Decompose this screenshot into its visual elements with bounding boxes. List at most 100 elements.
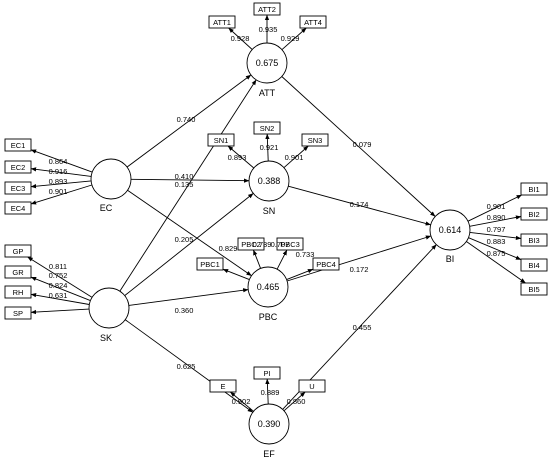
indicator-box-rh bbox=[4, 285, 32, 299]
loading-value-pbc1: 0.829 bbox=[219, 244, 238, 253]
indicator-box-sp bbox=[4, 306, 32, 320]
indicator-label-gp: GP bbox=[13, 247, 24, 256]
path-coefficient-sk-pbc: 0.360 bbox=[175, 306, 194, 315]
latent-circle-att bbox=[246, 42, 288, 84]
path-coefficient-pbc-bi: 0.172 bbox=[350, 265, 369, 274]
loading-arrow-rh bbox=[30, 293, 90, 305]
indicator-box-sn2 bbox=[253, 121, 281, 135]
loading-arrow-ec1 bbox=[30, 149, 93, 173]
indicator-label-ec1: EC1 bbox=[11, 141, 26, 150]
loading-arrow-e bbox=[230, 391, 254, 412]
loading-arrow-bi1 bbox=[467, 194, 522, 222]
loading-value-ec2: 0.916 bbox=[49, 167, 68, 176]
path-arrow-sk-pbc bbox=[128, 288, 249, 306]
path-arrow-sk-sn bbox=[124, 193, 254, 296]
indicator-box-ec4 bbox=[4, 201, 32, 215]
loading-arrow-sn2 bbox=[265, 133, 270, 162]
loading-value-sp: 0.631 bbox=[49, 291, 68, 300]
latent-r2-pbc: 0.465 bbox=[257, 282, 280, 292]
indicator-label-bi5: BI5 bbox=[528, 285, 539, 294]
path-coefficient-ef-bi: 0.455 bbox=[353, 323, 372, 332]
latent-r2-bi: 0.614 bbox=[439, 225, 462, 235]
loading-arrow-pbc1 bbox=[222, 268, 250, 281]
latent-r2-sn: 0.388 bbox=[258, 176, 281, 186]
indicator-label-pbc3: PBC3 bbox=[280, 240, 300, 249]
indicator-label-ec2: EC2 bbox=[11, 163, 26, 172]
loading-arrow-ec2 bbox=[30, 167, 92, 177]
latent-circle-sn bbox=[248, 160, 290, 202]
loading-value-e: 0.902 bbox=[232, 397, 251, 406]
path-coefficient-ec-sn: 0.410 bbox=[175, 172, 194, 181]
loading-arrow-gp bbox=[27, 256, 93, 298]
loading-arrow-sp bbox=[30, 308, 90, 315]
loading-value-gr: 0.752 bbox=[49, 271, 68, 280]
loading-value-rh: 0.824 bbox=[49, 281, 68, 290]
path-arrow-ec-sn bbox=[130, 178, 250, 183]
loading-value-bi5: 0.875 bbox=[487, 249, 506, 258]
indicator-label-att2: ATT2 bbox=[258, 5, 276, 14]
indicator-box-sn1 bbox=[207, 133, 235, 147]
path-arrow-ec-att bbox=[126, 74, 252, 168]
indicator-label-bi1: BI1 bbox=[528, 185, 539, 194]
indicator-label-att1: ATT1 bbox=[213, 18, 231, 27]
indicator-box-sn3 bbox=[301, 133, 329, 147]
indicator-box-att2 bbox=[253, 2, 281, 16]
loading-arrow-bi5 bbox=[466, 241, 526, 284]
loading-arrow-ec3 bbox=[30, 180, 92, 189]
loading-value-bi2: 0.890 bbox=[487, 213, 506, 222]
path-arrow-pbc-bi bbox=[286, 235, 432, 282]
indicator-box-bi5 bbox=[520, 282, 548, 296]
latent-circle-bi bbox=[429, 209, 471, 251]
indicator-box-pbc2 bbox=[237, 237, 265, 251]
indicator-label-pbc4: PBC4 bbox=[316, 260, 336, 269]
loading-value-pi: 0.889 bbox=[261, 388, 280, 397]
indicator-box-pbc3 bbox=[276, 237, 304, 251]
loading-value-sn2: 0.921 bbox=[260, 143, 279, 152]
latent-circle-ec bbox=[90, 158, 132, 200]
indicator-box-att4 bbox=[299, 15, 327, 29]
loading-value-pbc2: 0.739 bbox=[253, 240, 272, 249]
path-coefficient-att-bi: 0.079 bbox=[353, 140, 372, 149]
loading-arrow-ec4 bbox=[30, 184, 93, 205]
loading-value-ec4: 0.901 bbox=[49, 187, 68, 196]
indicator-label-sp: SP bbox=[13, 309, 23, 318]
path-arrow-ec-pbc bbox=[127, 189, 252, 277]
path-arrow-sn-bi bbox=[288, 185, 431, 226]
indicator-label-sn2: SN2 bbox=[260, 124, 275, 133]
loading-arrow-bi4 bbox=[468, 237, 522, 261]
loading-arrow-sn1 bbox=[227, 145, 255, 169]
loading-arrow-bi3 bbox=[469, 231, 522, 241]
loading-value-att2: 0.935 bbox=[259, 25, 278, 34]
path-coefficient-sk-att: 0.205 bbox=[175, 235, 194, 244]
indicator-label-sn3: SN3 bbox=[308, 136, 323, 145]
indicator-label-att4: ATT4 bbox=[304, 18, 322, 27]
indicator-label-ec4: EC4 bbox=[11, 204, 26, 213]
loading-arrow-att1 bbox=[228, 27, 253, 50]
indicator-box-gp bbox=[4, 244, 32, 258]
latent-name-bi: BI bbox=[446, 254, 455, 264]
latent-name-sn: SN bbox=[263, 206, 276, 216]
loading-arrow-att4 bbox=[281, 27, 307, 51]
indicator-label-pbc1: PBC1 bbox=[200, 260, 220, 269]
latent-circle-pbc bbox=[247, 266, 289, 308]
path-coefficient-sn-bi: 0.174 bbox=[350, 200, 369, 209]
loading-arrow-pbc3 bbox=[276, 249, 288, 270]
path-arrow-att-bi bbox=[281, 76, 436, 217]
loading-arrow-pi bbox=[265, 378, 270, 405]
latent-r2-att: 0.675 bbox=[256, 58, 279, 68]
indicator-box-pbc1 bbox=[196, 257, 224, 271]
indicator-box-e bbox=[209, 379, 237, 393]
loading-arrow-pbc2 bbox=[252, 249, 262, 269]
latent-name-ef: EF bbox=[263, 449, 275, 459]
indicator-label-gr: GR bbox=[12, 268, 24, 277]
indicator-box-ec1 bbox=[4, 138, 32, 152]
indicator-box-att1 bbox=[208, 15, 236, 29]
loading-value-bi4: 0.883 bbox=[487, 237, 506, 246]
loading-value-sn3: 0.901 bbox=[285, 153, 304, 162]
indicator-box-ec2 bbox=[4, 160, 32, 174]
loading-arrow-pbc4 bbox=[286, 268, 314, 281]
loading-value-gp: 0.811 bbox=[49, 262, 67, 271]
loading-value-ec3: 0.893 bbox=[49, 177, 68, 186]
latent-group: 0.675ATT0.388SN0.465PBC0.390EF0.614BIECS… bbox=[88, 42, 471, 459]
